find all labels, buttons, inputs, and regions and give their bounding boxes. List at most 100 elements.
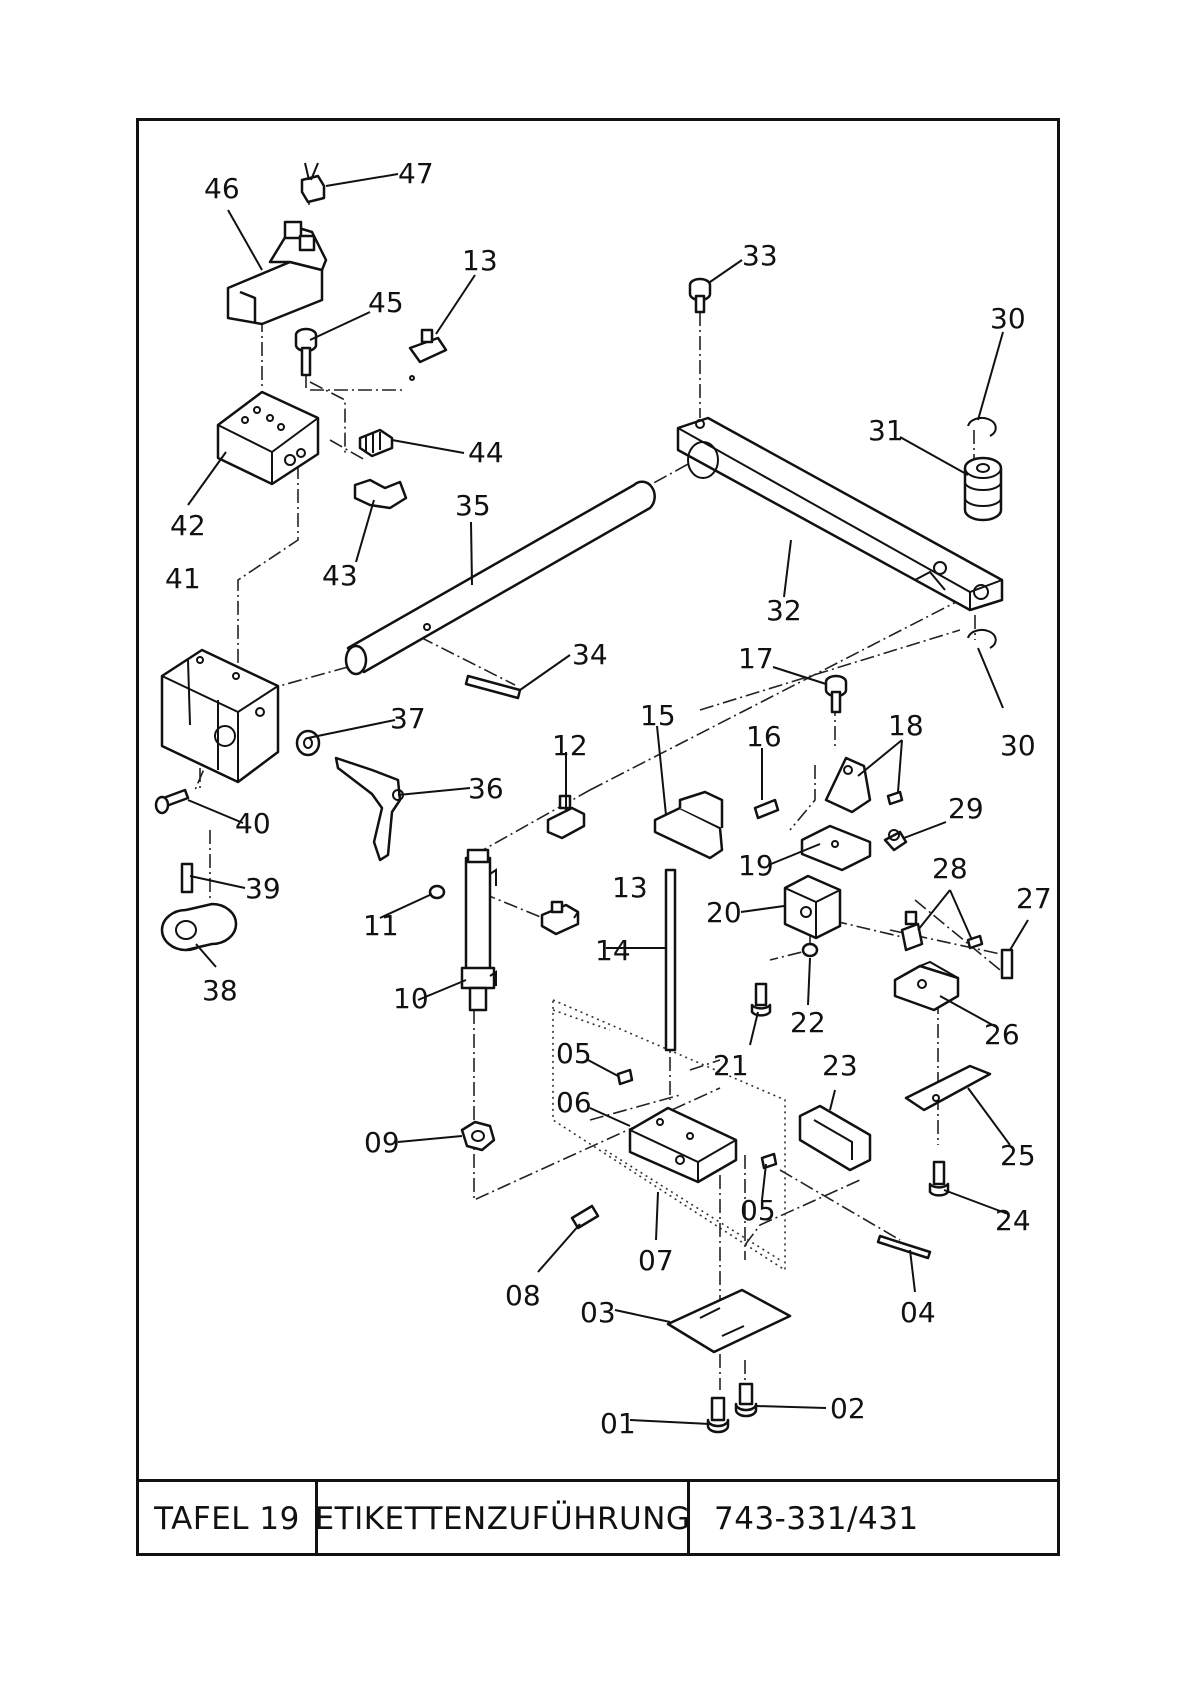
part-26-block <box>895 962 958 1010</box>
part-11-washer <box>430 886 444 898</box>
part-16-set-screw <box>755 800 778 818</box>
callout-03: 03 <box>580 1296 616 1329</box>
callout-08: 08 <box>505 1279 541 1312</box>
part-34-pin <box>466 676 520 698</box>
callout-25: 25 <box>1000 1139 1036 1172</box>
plate-number: TAFEL 19 <box>139 1482 318 1556</box>
center-lines <box>195 185 1005 1390</box>
part-29-thumb-screw <box>885 830 906 850</box>
callout-35: 35 <box>455 489 491 522</box>
callout-29: 29 <box>948 792 984 825</box>
part-14-rod <box>666 870 675 1050</box>
callout-05-lower: 05 <box>740 1194 776 1227</box>
part-44-fitting <box>360 430 392 456</box>
callout-16: 16 <box>746 720 782 753</box>
part-22-washer <box>803 944 817 956</box>
part-45-screw <box>296 329 316 375</box>
part-30-retaining-ring-lower <box>968 630 996 648</box>
part-02-screw <box>736 1384 756 1416</box>
part-47-connector <box>302 163 324 202</box>
part-35-shaft <box>346 482 655 674</box>
part-31-bushing <box>965 458 1001 520</box>
callout-39: 39 <box>245 872 281 905</box>
callout-24: 24 <box>995 1204 1031 1237</box>
callout-26: 26 <box>984 1018 1020 1051</box>
callout-04: 04 <box>900 1296 936 1329</box>
callout-21: 21 <box>713 1049 749 1082</box>
part-38-collar <box>162 904 236 950</box>
part-08-set-screw <box>572 1206 598 1228</box>
callout-34: 34 <box>572 638 608 671</box>
part-37-washer <box>297 731 319 755</box>
callout-32: 32 <box>766 594 802 627</box>
callout-06: 06 <box>556 1086 592 1119</box>
callout-15: 15 <box>640 699 676 732</box>
callout-23: 23 <box>822 1049 858 1082</box>
callout-40: 40 <box>235 807 271 840</box>
callout-41: 41 <box>165 562 201 595</box>
callout-11: 11 <box>363 909 399 942</box>
part-09-nut <box>462 1122 494 1150</box>
part-21-screw <box>752 984 770 1015</box>
callout-14: 14 <box>595 934 631 967</box>
part-18-angle-bracket <box>826 758 902 812</box>
part-28-small-valve <box>902 912 982 950</box>
part-41-bracket-block <box>162 650 278 782</box>
callout-43: 43 <box>322 559 358 592</box>
callout-18: 18 <box>888 709 924 742</box>
callout-38: 38 <box>202 974 238 1007</box>
part-05-pin-upper <box>618 1070 632 1084</box>
part-13-fitting-upper <box>410 330 446 380</box>
part-40-screw <box>156 790 188 813</box>
part-13-fitting-lower <box>542 902 578 934</box>
callout-31: 31 <box>868 414 904 447</box>
part-05-pin-lower <box>762 1154 776 1168</box>
callout-44: 44 <box>468 436 504 469</box>
part-27-set-screw <box>1002 950 1012 978</box>
callout-19: 19 <box>738 849 774 882</box>
callout-01: 01 <box>600 1407 636 1440</box>
part-06-guide-block <box>630 1108 736 1182</box>
part-01-screw <box>708 1398 728 1432</box>
callout-30-lower: 30 <box>1000 729 1036 762</box>
callout-42: 42 <box>170 509 206 542</box>
model-number: 743-331/431 <box>690 1482 1057 1556</box>
part-30-retaining-ring-upper <box>968 418 996 436</box>
callout-45: 45 <box>368 286 404 319</box>
callout-07: 07 <box>638 1244 674 1277</box>
callout-17: 17 <box>738 642 774 675</box>
callout-47: 47 <box>398 157 434 190</box>
part-32-arm <box>678 418 1002 610</box>
part-25-plate <box>906 1066 990 1110</box>
part-03-plate <box>668 1290 790 1352</box>
part-23-u-bracket <box>800 1106 870 1170</box>
callout-13-upper: 13 <box>462 244 498 277</box>
part-20-cylinder-block <box>785 876 840 938</box>
part-39-set-screw <box>182 864 192 892</box>
callout-10: 10 <box>393 982 429 1015</box>
callout-05-upper: 05 <box>556 1037 592 1070</box>
callout-09: 09 <box>364 1126 400 1159</box>
callout-46: 46 <box>204 172 240 205</box>
callout-27: 27 <box>1016 882 1052 915</box>
part-17-screw <box>826 676 846 712</box>
part-43-elbow <box>355 480 406 508</box>
part-33-screw <box>690 279 710 312</box>
callout-28: 28 <box>932 852 968 885</box>
callout-36: 36 <box>468 772 504 805</box>
callout-33: 33 <box>742 239 778 272</box>
part-04-shaft <box>878 1236 930 1258</box>
part-10-cylinder <box>462 850 496 1010</box>
callout-37: 37 <box>390 702 426 735</box>
callout-13-lower: 13 <box>612 871 648 904</box>
callout-30-upper: 30 <box>990 302 1026 335</box>
callout-20: 20 <box>706 896 742 929</box>
callout-22: 22 <box>790 1006 826 1039</box>
part-42-valve-block <box>218 392 318 484</box>
callout-02: 02 <box>830 1392 866 1425</box>
part-36-clamp-lever <box>336 758 403 860</box>
drawing-title: ETIKETTENZUFÜHRUNG <box>318 1482 690 1556</box>
callout-12: 12 <box>552 729 588 762</box>
